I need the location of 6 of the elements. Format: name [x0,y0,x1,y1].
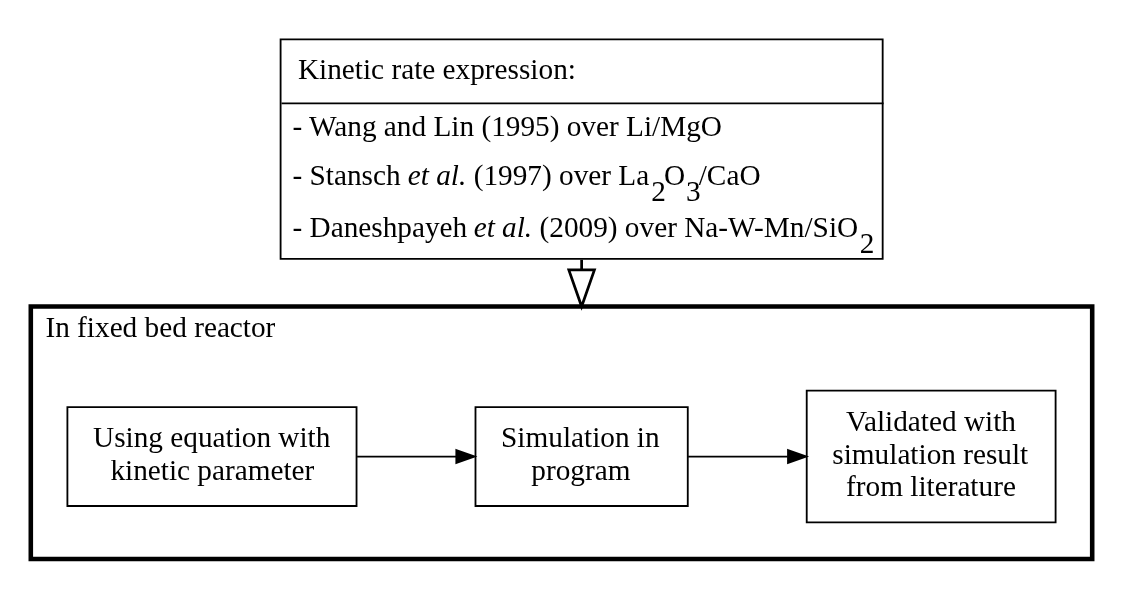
arrow [356,448,478,465]
arrow [687,448,810,465]
arrow [566,259,597,311]
node-box: Validated with simulation result from literature [805,389,1057,524]
node-box: Simulation in program [474,406,689,507]
node-box: Using equation with kinetic parameter [66,406,358,507]
